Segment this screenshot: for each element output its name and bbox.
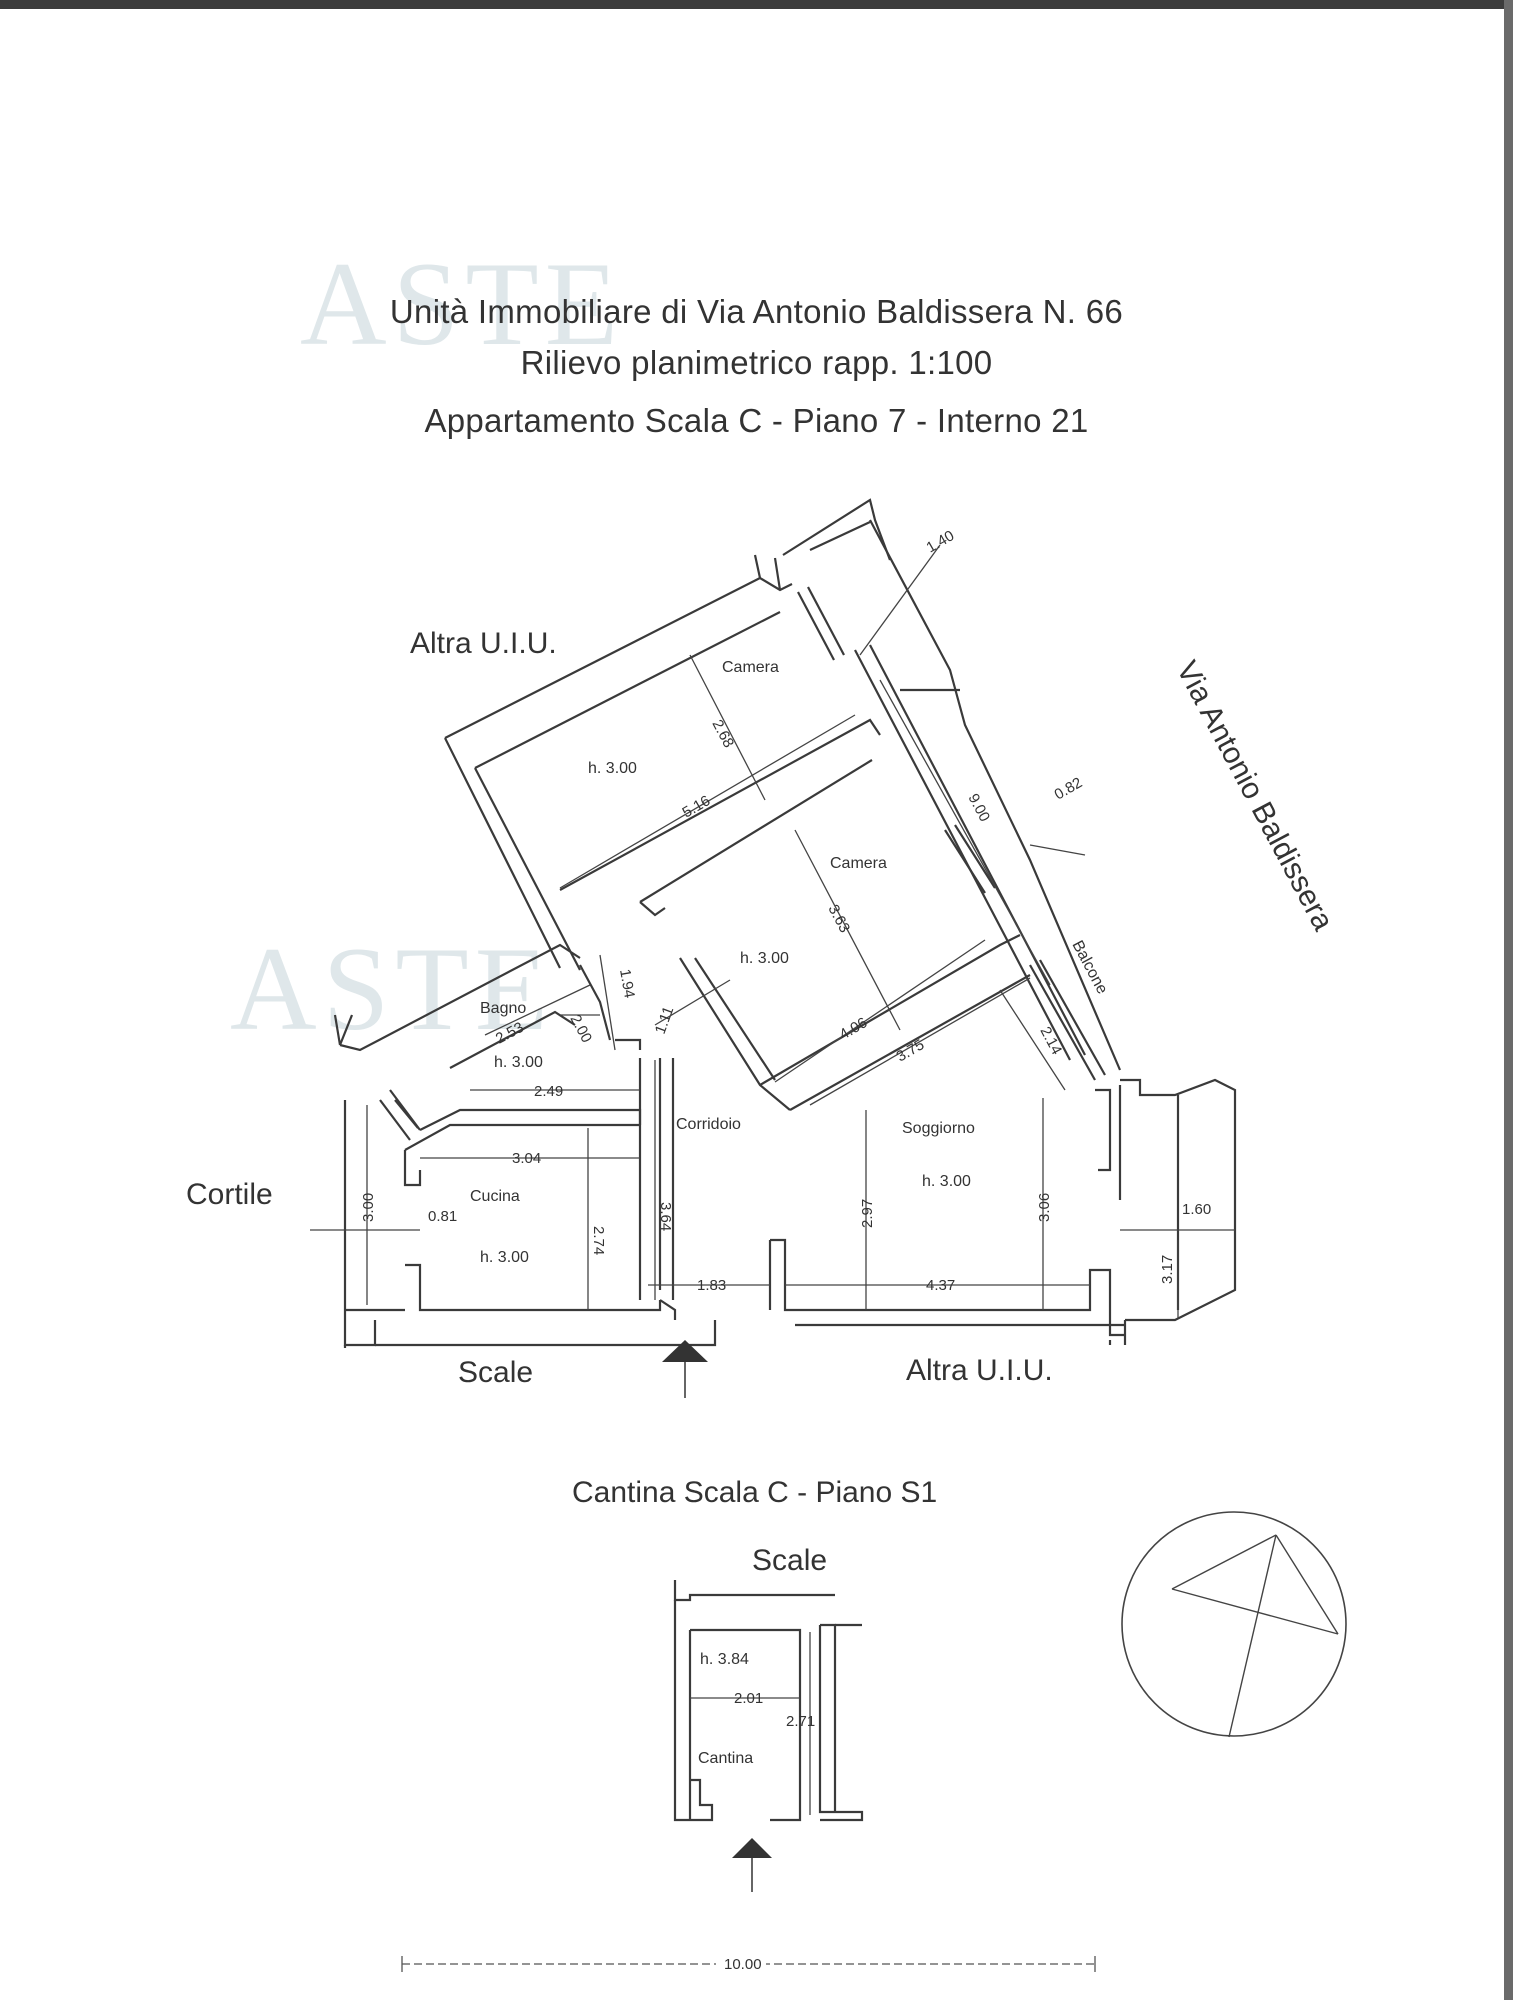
dim-2-01: 2.01 — [734, 1690, 763, 1707]
dim-1-60: 1.60 — [1182, 1201, 1211, 1218]
dim-5-16: 5.16 — [680, 792, 714, 821]
scale-bar — [401, 1956, 1096, 1972]
dim-1-83: 1.83 — [697, 1277, 726, 1294]
title-address: Unità Immobiliare di Via Antonio Baldiss… — [389, 293, 1124, 330]
dim-3-63: 3.63 — [824, 902, 853, 936]
dim-3-17: 3.17 — [1159, 1255, 1176, 1284]
room-camera-2: Camera — [830, 855, 887, 872]
dim-2-97: 2.97 — [859, 1199, 876, 1228]
watermark: ASTE — [300, 237, 624, 370]
dim-2-74: 2.74 — [590, 1226, 607, 1255]
dim-1-11: 1.11 — [652, 1004, 678, 1036]
entrance-arrow — [662, 1340, 708, 1398]
dim-2-53: 2.53 — [493, 1019, 527, 1048]
dim-4-06: 4.06 — [837, 1014, 871, 1043]
dim-0-81: 0.81 — [428, 1208, 457, 1225]
room-balcone: Balcone — [1068, 938, 1110, 997]
cantina-title: Cantina Scala C - Piano S1 — [572, 1476, 937, 1509]
dim-4-37: 4.37 — [926, 1277, 955, 1294]
room-cantina: Cantina — [698, 1750, 753, 1767]
dim-3-64: 3.64 — [657, 1202, 674, 1231]
room-soggiorno: Soggiorno — [902, 1120, 975, 1137]
label-altra-uiu-top: Altra U.I.U. — [410, 627, 557, 660]
dim-3-06: 3.06 — [1036, 1193, 1053, 1222]
dim-2-49: 2.49 — [534, 1083, 563, 1100]
label-altra-uiu-bottom: Altra U.I.U. — [906, 1354, 1053, 1387]
dim-3-04: 3.04 — [512, 1150, 541, 1167]
cantina-scale-label: Scale — [752, 1544, 827, 1577]
label-cortile: Cortile — [186, 1178, 273, 1211]
room-bagno: Bagno — [480, 1000, 526, 1017]
dim-2-71: 2.71 — [786, 1713, 815, 1730]
dim-9-00: 9.00 — [964, 791, 993, 825]
label-scale-bottom: Scale — [458, 1356, 533, 1389]
room-cucina-height: h. 3.00 — [480, 1249, 529, 1266]
north-compass-icon — [1121, 1511, 1347, 1738]
dim-1-94: 1.94 — [616, 968, 638, 1000]
room-bagno-height: h. 3.00 — [494, 1054, 543, 1071]
dim-2-00: 2.00 — [566, 1012, 595, 1046]
dim-2-68: 2.68 — [708, 717, 737, 751]
scan-border-top — [0, 0, 1513, 9]
room-camera-2-height: h. 3.00 — [740, 950, 789, 967]
dimension-lines — [310, 544, 1235, 1318]
cantina-entrance-arrow — [732, 1838, 772, 1892]
label-via: Via Antonio Baldissera — [1170, 656, 1340, 936]
dim-3-00: 3.00 — [360, 1193, 377, 1222]
cantina-height: h. 3.84 — [700, 1651, 749, 1668]
title-unit: Appartamento Scala C - Piano 7 - Interno… — [424, 402, 1089, 439]
dim-0-82: 0.82 — [1052, 774, 1086, 803]
room-corridoio: Corridoio — [676, 1116, 741, 1133]
watermark: ASTE — [230, 922, 554, 1055]
room-soggiorno-height: h. 3.00 — [922, 1173, 971, 1190]
title-scale: Rilievo planimetrico rapp. 1:100 — [520, 344, 993, 381]
cantina-walls — [673, 1580, 864, 1822]
room-camera-1: Camera — [722, 659, 779, 676]
room-cucina: Cucina — [470, 1188, 520, 1205]
scale-bar-label: 10.00 — [724, 1956, 762, 1973]
scan-border-right — [1504, 0, 1513, 2000]
dim-1-40: 1.40 — [924, 527, 958, 556]
scale-bar-label-bg — [716, 1952, 766, 1974]
room-camera-1-height: h. 3.00 — [588, 760, 637, 777]
apartment-walls — [333, 498, 1237, 1348]
